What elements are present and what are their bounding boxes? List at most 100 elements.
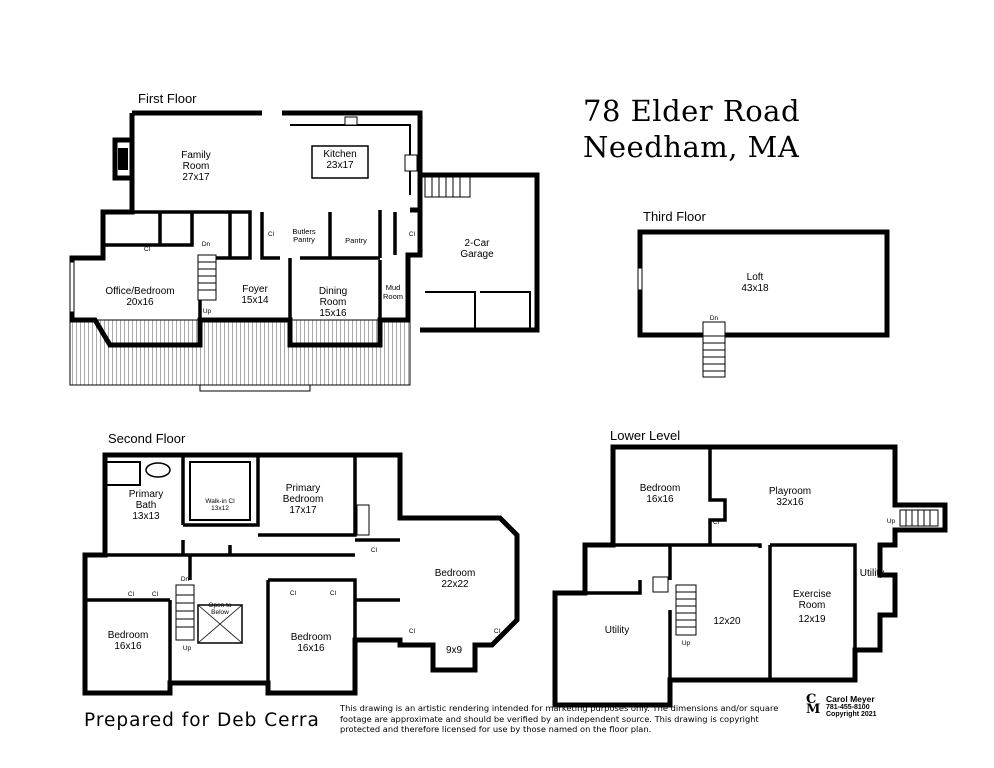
family-room-label: Family xyxy=(181,150,210,161)
exercise-label: Exercise xyxy=(793,589,832,600)
exercise-size: 12x19 xyxy=(798,614,826,625)
bedroom-left-label: Bedroom xyxy=(108,630,149,641)
closet-label: Cl xyxy=(290,590,297,597)
garage-label: 2-Car xyxy=(464,238,490,249)
garage-label-2: Garage xyxy=(460,249,494,260)
fireplace-hearth xyxy=(118,148,128,170)
cooktop xyxy=(404,154,418,172)
kitchen-size: 23x17 xyxy=(326,160,354,171)
bedroom-22-label: Bedroom xyxy=(435,568,476,579)
garage-stairs xyxy=(424,176,471,198)
loft-size: 43x18 xyxy=(741,283,769,294)
prepared-for-text: Prepared for Deb Cerra xyxy=(84,710,320,731)
logo-copyright: Copyright 2021 xyxy=(826,711,877,718)
mud-room-label: Mud xyxy=(386,283,401,292)
family-room-label-2: Room xyxy=(183,161,210,172)
bedroom-mid-size: 16x16 xyxy=(297,643,325,654)
logo-name: Carol Meyer xyxy=(826,694,875,704)
lower-level-outline xyxy=(552,444,948,708)
first-floor-interior-walls xyxy=(103,210,397,320)
walk-in-label: Walk-in Cl xyxy=(205,498,235,505)
stairs-up-label: Up xyxy=(887,518,896,525)
bathtub xyxy=(145,462,171,478)
dining-size: 15x16 xyxy=(319,308,347,319)
closet-label: Cl xyxy=(144,246,151,253)
utility-left-label: Utility xyxy=(605,625,629,636)
garage-doors xyxy=(425,291,531,330)
exercise-label-2: Room xyxy=(799,600,826,611)
address-line-2: Needham, MA xyxy=(583,130,800,164)
first-floor-plan: First Floor Family xyxy=(69,91,540,392)
lower-level-title: Lower Level xyxy=(610,428,680,443)
third-floor-plan: Third Floor Loft 43x18 Dn xyxy=(637,209,890,378)
office-size: 20x16 xyxy=(126,297,154,308)
bedroom-22-size: 22x22 xyxy=(441,579,469,590)
bedroom-mid-label: Bedroom xyxy=(291,632,332,643)
second-floor-stairs xyxy=(175,584,195,641)
second-floor-title: Second Floor xyxy=(108,431,186,446)
primary-bath-label-2: Bath xyxy=(136,500,157,511)
closet-label: Cl xyxy=(494,628,501,635)
closet-label: Cl xyxy=(268,231,275,238)
kitchen-label: Kitchen xyxy=(323,149,356,160)
third-floor-stairs xyxy=(702,321,726,378)
open-below-label: Open to xyxy=(208,602,232,609)
stairs-down-label: Dn xyxy=(710,315,719,322)
mechanical-box xyxy=(652,576,669,593)
lower-bedroom-size: 16x16 xyxy=(646,494,674,505)
primary-bath-label: Primary xyxy=(129,489,163,500)
window xyxy=(637,267,643,291)
stairs-down-label: Dn xyxy=(181,576,190,583)
second-floor-interior-walls xyxy=(85,455,400,683)
fireplace xyxy=(112,137,132,181)
primary-bedroom-label: Primary xyxy=(286,483,320,494)
open-below-label-2: Below xyxy=(211,609,229,616)
playroom-label: Playroom xyxy=(769,486,811,497)
third-floor-title: Third Floor xyxy=(643,209,707,224)
closet-label: Cl xyxy=(152,591,159,598)
window xyxy=(69,261,75,313)
porch-step xyxy=(199,384,311,392)
alcove-size: 9x9 xyxy=(446,645,463,656)
kitchen-counter xyxy=(290,124,411,195)
mud-room-label-2: Room xyxy=(383,292,403,301)
primary-bedroom-label-2: Bedroom xyxy=(283,494,324,505)
closet-label: Cl xyxy=(128,591,135,598)
closet-label: Cl xyxy=(409,628,416,635)
walk-in-size: 13x12 xyxy=(211,505,229,512)
first-floor-title: First Floor xyxy=(138,91,197,106)
closet-label: Cl xyxy=(371,547,378,554)
kitchen-sink xyxy=(344,116,358,126)
family-room-size: 27x17 xyxy=(182,172,210,183)
dining-label-2: Room xyxy=(320,297,347,308)
second-floor-plan: Second Floor Primary Bath 13x13 Walk-in … xyxy=(82,431,520,696)
primary-bath-size: 13x13 xyxy=(132,511,160,522)
utility-right-label: Utility xyxy=(860,568,884,579)
closet-label: Cl xyxy=(409,231,416,238)
disclaimer-text: This drawing is an artistic rendering in… xyxy=(340,703,779,734)
closet-label: Cl xyxy=(713,519,720,526)
kitchen-island xyxy=(311,145,369,179)
foyer-label: Foyer xyxy=(242,284,268,295)
loft-label: Loft xyxy=(747,272,764,283)
logo-phone: 781-455-8100 xyxy=(826,703,870,711)
stairs-up-label: Up xyxy=(183,645,192,652)
lower-level-plan: Lower Level Bedroom 16x16 Playroom 32x16… xyxy=(552,428,948,708)
office-label: Office/Bedroom xyxy=(105,286,174,297)
foyer-size: 15x14 xyxy=(241,295,269,306)
pantry-label: Pantry xyxy=(345,236,367,245)
first-floor-stairs xyxy=(197,254,217,301)
stairs-up-label: Up xyxy=(682,640,691,647)
shower xyxy=(356,504,370,536)
dining-label: Dining xyxy=(319,286,347,297)
open-to-below-cross xyxy=(197,604,243,644)
logo-text: Carol Meyer 781-455-8100 Copyright 2021 xyxy=(826,694,877,719)
lower-level-interior-walls xyxy=(555,447,857,680)
lower-level-stairs xyxy=(675,584,697,636)
walk-in-shelving xyxy=(105,461,251,521)
bedroom-left-size: 16x16 xyxy=(114,641,142,652)
garage-outline xyxy=(420,172,540,333)
center-room-size: 12x20 xyxy=(713,616,741,627)
